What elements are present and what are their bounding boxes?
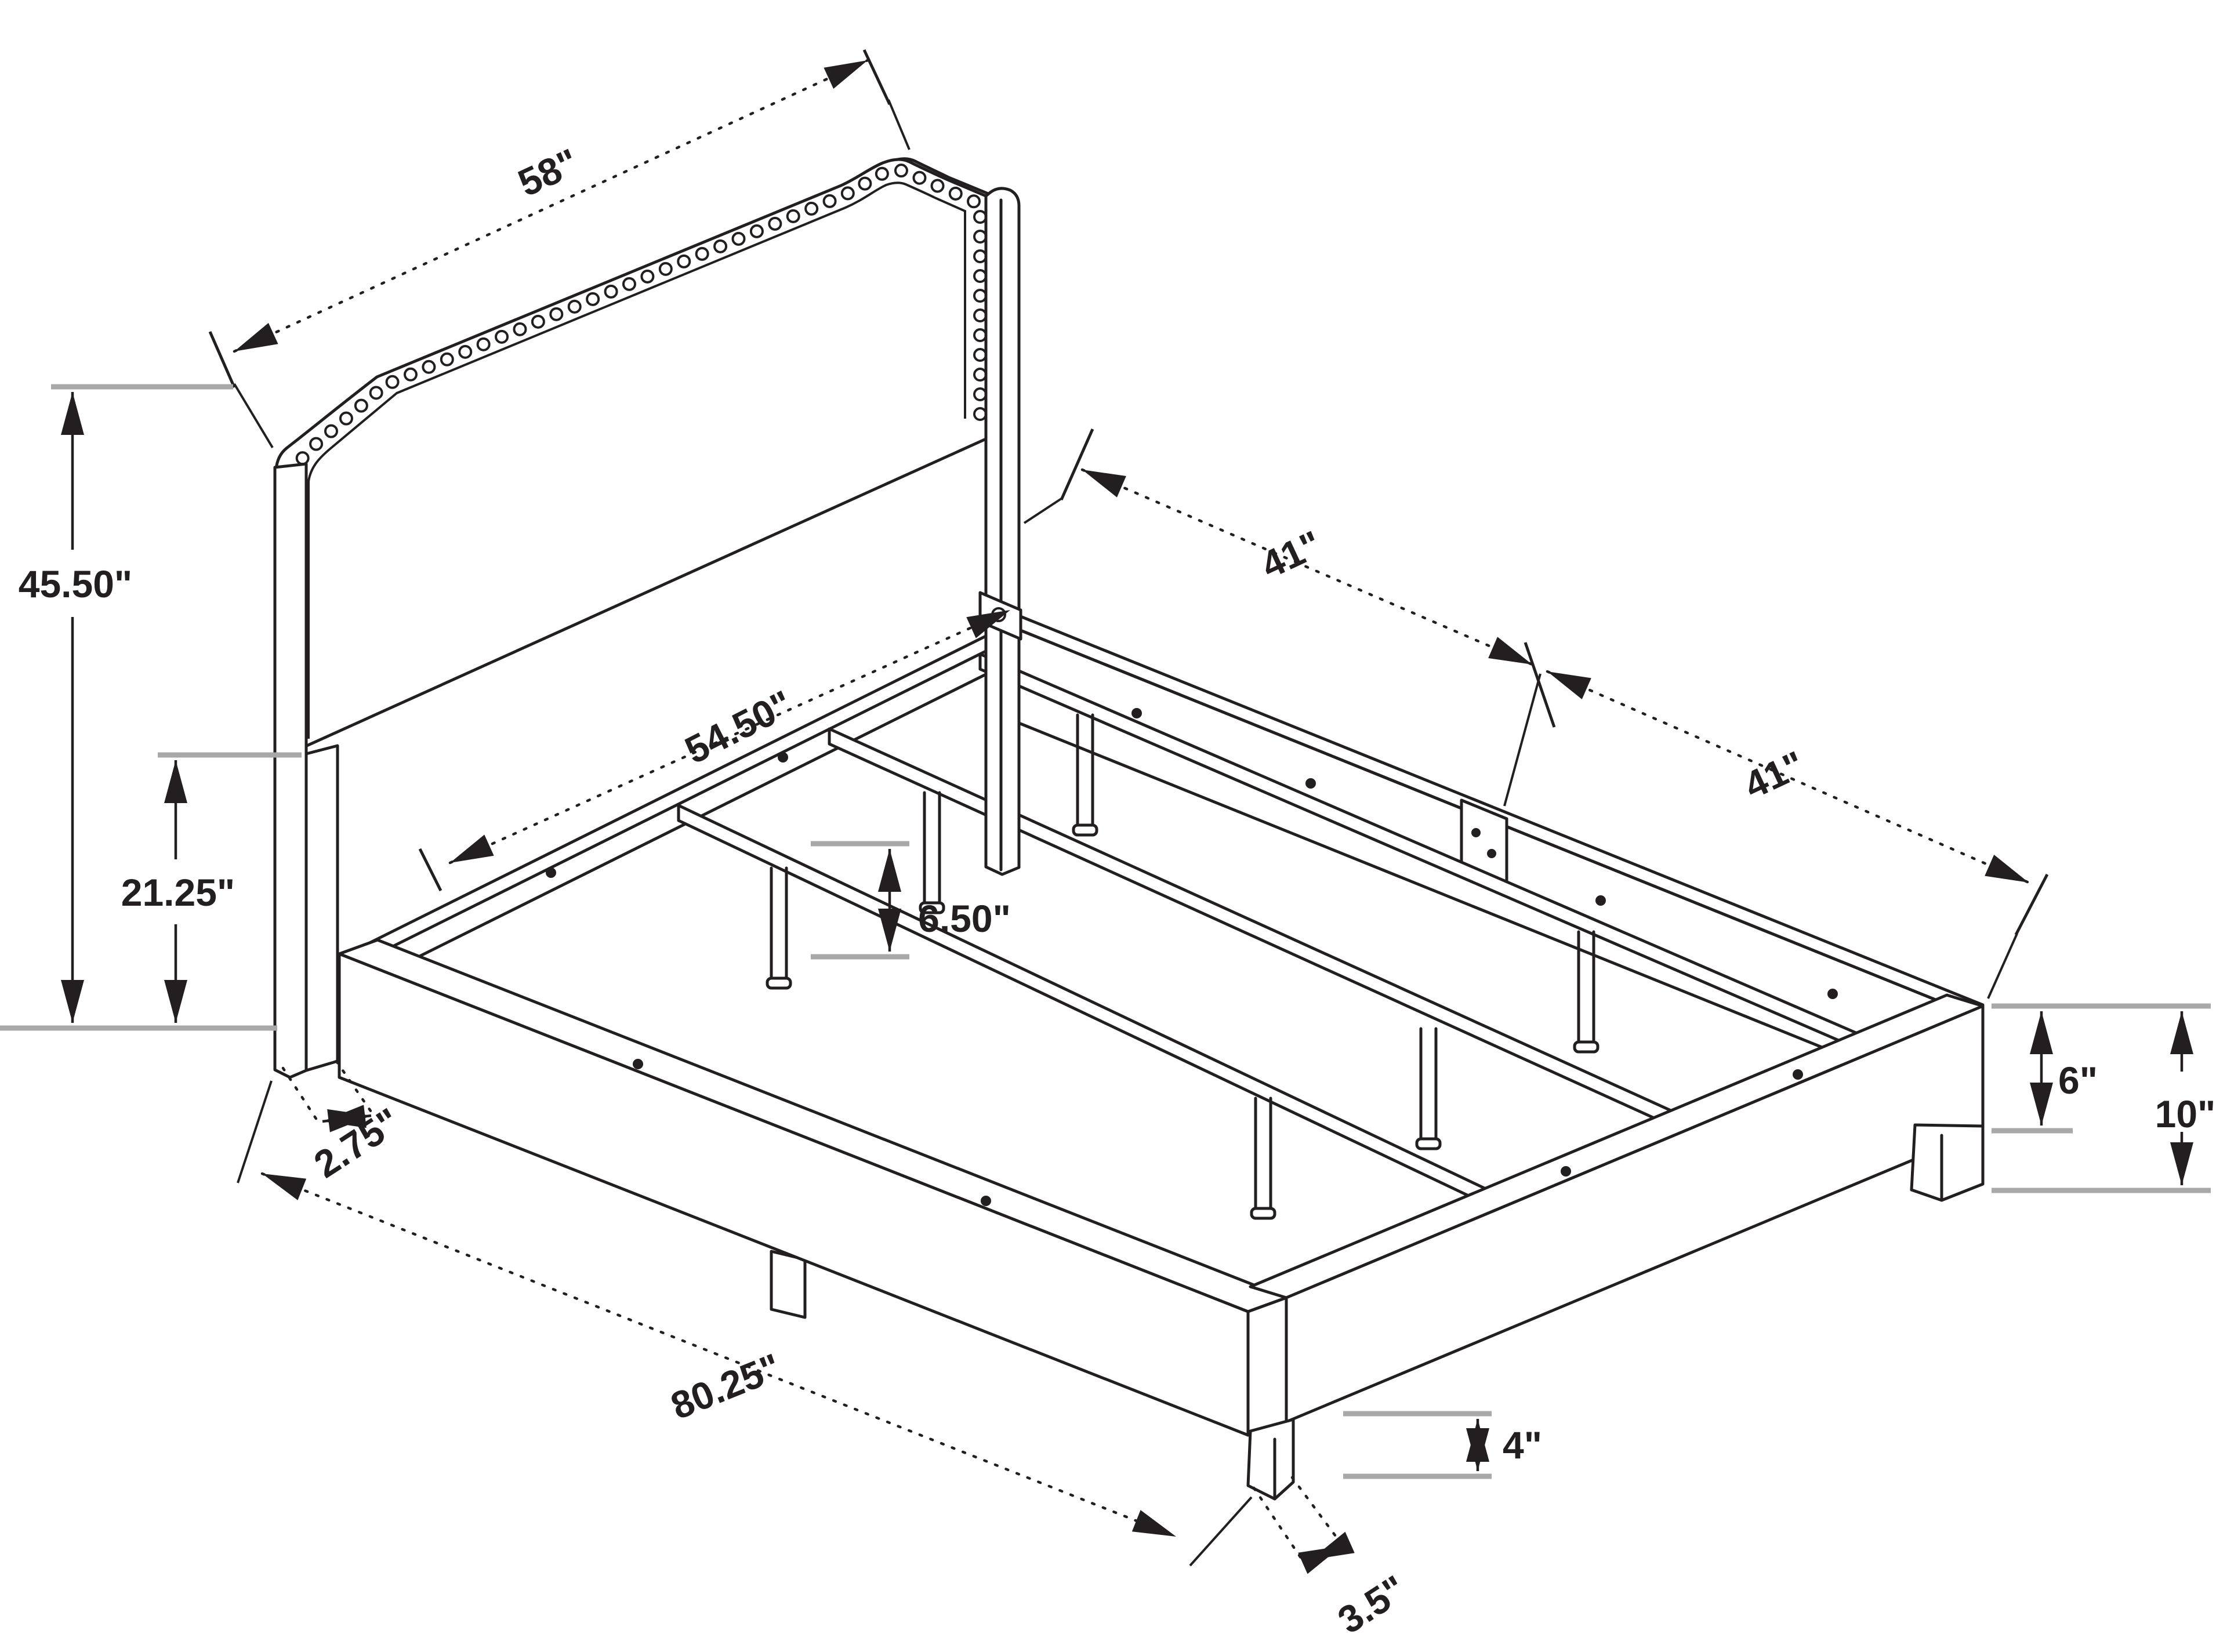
nailhead-dot bbox=[567, 299, 582, 314]
nailhead-dot bbox=[495, 329, 509, 344]
dim-label: 2.75" bbox=[306, 1099, 407, 1186]
dim-label: 4" bbox=[1503, 1424, 1542, 1466]
far-corner-foot bbox=[1910, 1123, 1985, 1202]
dim-label: 41" bbox=[1254, 522, 1328, 586]
dim-slat-leg-height: 6.50" bbox=[811, 841, 1011, 960]
nailhead-dot bbox=[973, 368, 987, 382]
dim-foot-width: 3.5" bbox=[1252, 1476, 1413, 1642]
nailhead-dot bbox=[912, 170, 927, 185]
slat-leg bbox=[923, 791, 941, 905]
nailhead-dot bbox=[804, 201, 819, 216]
nailhead-dot bbox=[822, 194, 837, 208]
bed-frame-drawing bbox=[273, 157, 1985, 1501]
near-corner-foot bbox=[1246, 1418, 1295, 1501]
nailhead-dot bbox=[586, 292, 600, 306]
nailhead-dot bbox=[295, 451, 310, 466]
nailhead-dot bbox=[973, 407, 987, 422]
nailhead-dot bbox=[385, 375, 400, 389]
nailhead-dot bbox=[967, 194, 981, 209]
dim-rail-height: 6" bbox=[1992, 1003, 2211, 1134]
nailhead-dot bbox=[749, 224, 764, 238]
slat-leg bbox=[1419, 1027, 1438, 1141]
nailhead-dot bbox=[422, 360, 436, 374]
slat-leg-foot bbox=[766, 976, 792, 990]
nailhead-dot bbox=[354, 398, 368, 413]
nailhead-dot bbox=[858, 176, 872, 191]
corner-post bbox=[1246, 1296, 1288, 1437]
screw-dot bbox=[1305, 778, 1316, 789]
screw-dot bbox=[1595, 895, 1606, 906]
nailhead-dot bbox=[768, 216, 782, 231]
dim-label: 6" bbox=[2058, 1059, 2098, 1102]
nailhead-dot bbox=[604, 284, 618, 299]
nailhead-dot bbox=[894, 164, 908, 178]
headboard-panel bbox=[274, 158, 988, 761]
dim-label: 6.50" bbox=[918, 897, 1011, 940]
nailhead-dot bbox=[677, 254, 691, 268]
dim-label: 45.50" bbox=[19, 562, 132, 605]
dim-headboard-height: 45.50" bbox=[0, 384, 277, 1031]
nailhead-dot bbox=[622, 277, 636, 291]
nailhead-dot bbox=[324, 424, 338, 438]
nailhead-dot bbox=[948, 186, 963, 201]
nailhead-dot bbox=[973, 308, 987, 323]
nailhead-dot bbox=[875, 166, 889, 181]
nailhead-dot bbox=[339, 411, 353, 426]
nailhead-dot bbox=[513, 322, 527, 336]
screw-dot bbox=[1131, 708, 1142, 718]
nailhead-dot bbox=[973, 230, 987, 244]
nailhead-dot bbox=[369, 386, 383, 400]
slat-leg bbox=[770, 866, 788, 980]
dim-label: 10" bbox=[2155, 1092, 2216, 1135]
dim-label: 41" bbox=[1738, 742, 1811, 807]
slat-leg-foot bbox=[1415, 1137, 1442, 1150]
nailhead-dot bbox=[476, 337, 491, 351]
nailhead-dot bbox=[973, 249, 987, 264]
nailhead-dot bbox=[531, 314, 545, 329]
near-rail-center-leg bbox=[770, 1250, 807, 1319]
nailhead-dot bbox=[658, 262, 673, 276]
foot-rail bbox=[1249, 993, 1985, 1424]
nailhead-dot bbox=[973, 269, 987, 284]
nailhead-dot bbox=[786, 209, 800, 223]
nailhead-dot bbox=[930, 179, 945, 193]
dim-label: 21.25" bbox=[121, 871, 235, 914]
near-side-rail bbox=[338, 938, 1288, 1437]
nailhead-dot bbox=[549, 307, 564, 321]
slat-leg-foot bbox=[1072, 823, 1098, 837]
dim-label: 3.5" bbox=[1330, 1567, 1413, 1642]
nailhead-dot bbox=[840, 186, 855, 201]
nailhead-dot bbox=[731, 231, 746, 246]
nailhead-dot bbox=[713, 239, 728, 253]
headboard-left-leg bbox=[273, 462, 308, 1079]
nailhead-dot bbox=[973, 387, 987, 402]
nailhead-dot bbox=[640, 269, 655, 284]
slat-leg bbox=[1076, 713, 1094, 827]
screw-dot bbox=[1827, 989, 1838, 999]
nailhead-dot bbox=[458, 344, 473, 359]
nailhead-dot bbox=[309, 437, 324, 451]
nailhead-dot bbox=[973, 289, 987, 303]
nailhead-dot bbox=[973, 328, 987, 343]
slat-leg bbox=[1577, 930, 1595, 1044]
slat-leg bbox=[1254, 1097, 1272, 1210]
slat-leg-foot bbox=[1250, 1207, 1276, 1220]
dim-floor-to-rail-top: 10" bbox=[1992, 1011, 2227, 1193]
dim-headboard-leg-height: 21.25" bbox=[110, 752, 302, 1023]
slat-leg-foot bbox=[1573, 1040, 1599, 1054]
slat-leg-foot bbox=[919, 901, 945, 914]
nailhead-dot bbox=[973, 348, 987, 362]
nailhead-dot bbox=[695, 246, 709, 261]
nailhead-dot bbox=[440, 352, 454, 366]
dim-foot-height: 4" bbox=[1343, 1411, 1542, 1479]
slat bbox=[978, 652, 1858, 1054]
nailhead-dot bbox=[403, 367, 418, 382]
nailhead-dot bbox=[973, 210, 987, 224]
